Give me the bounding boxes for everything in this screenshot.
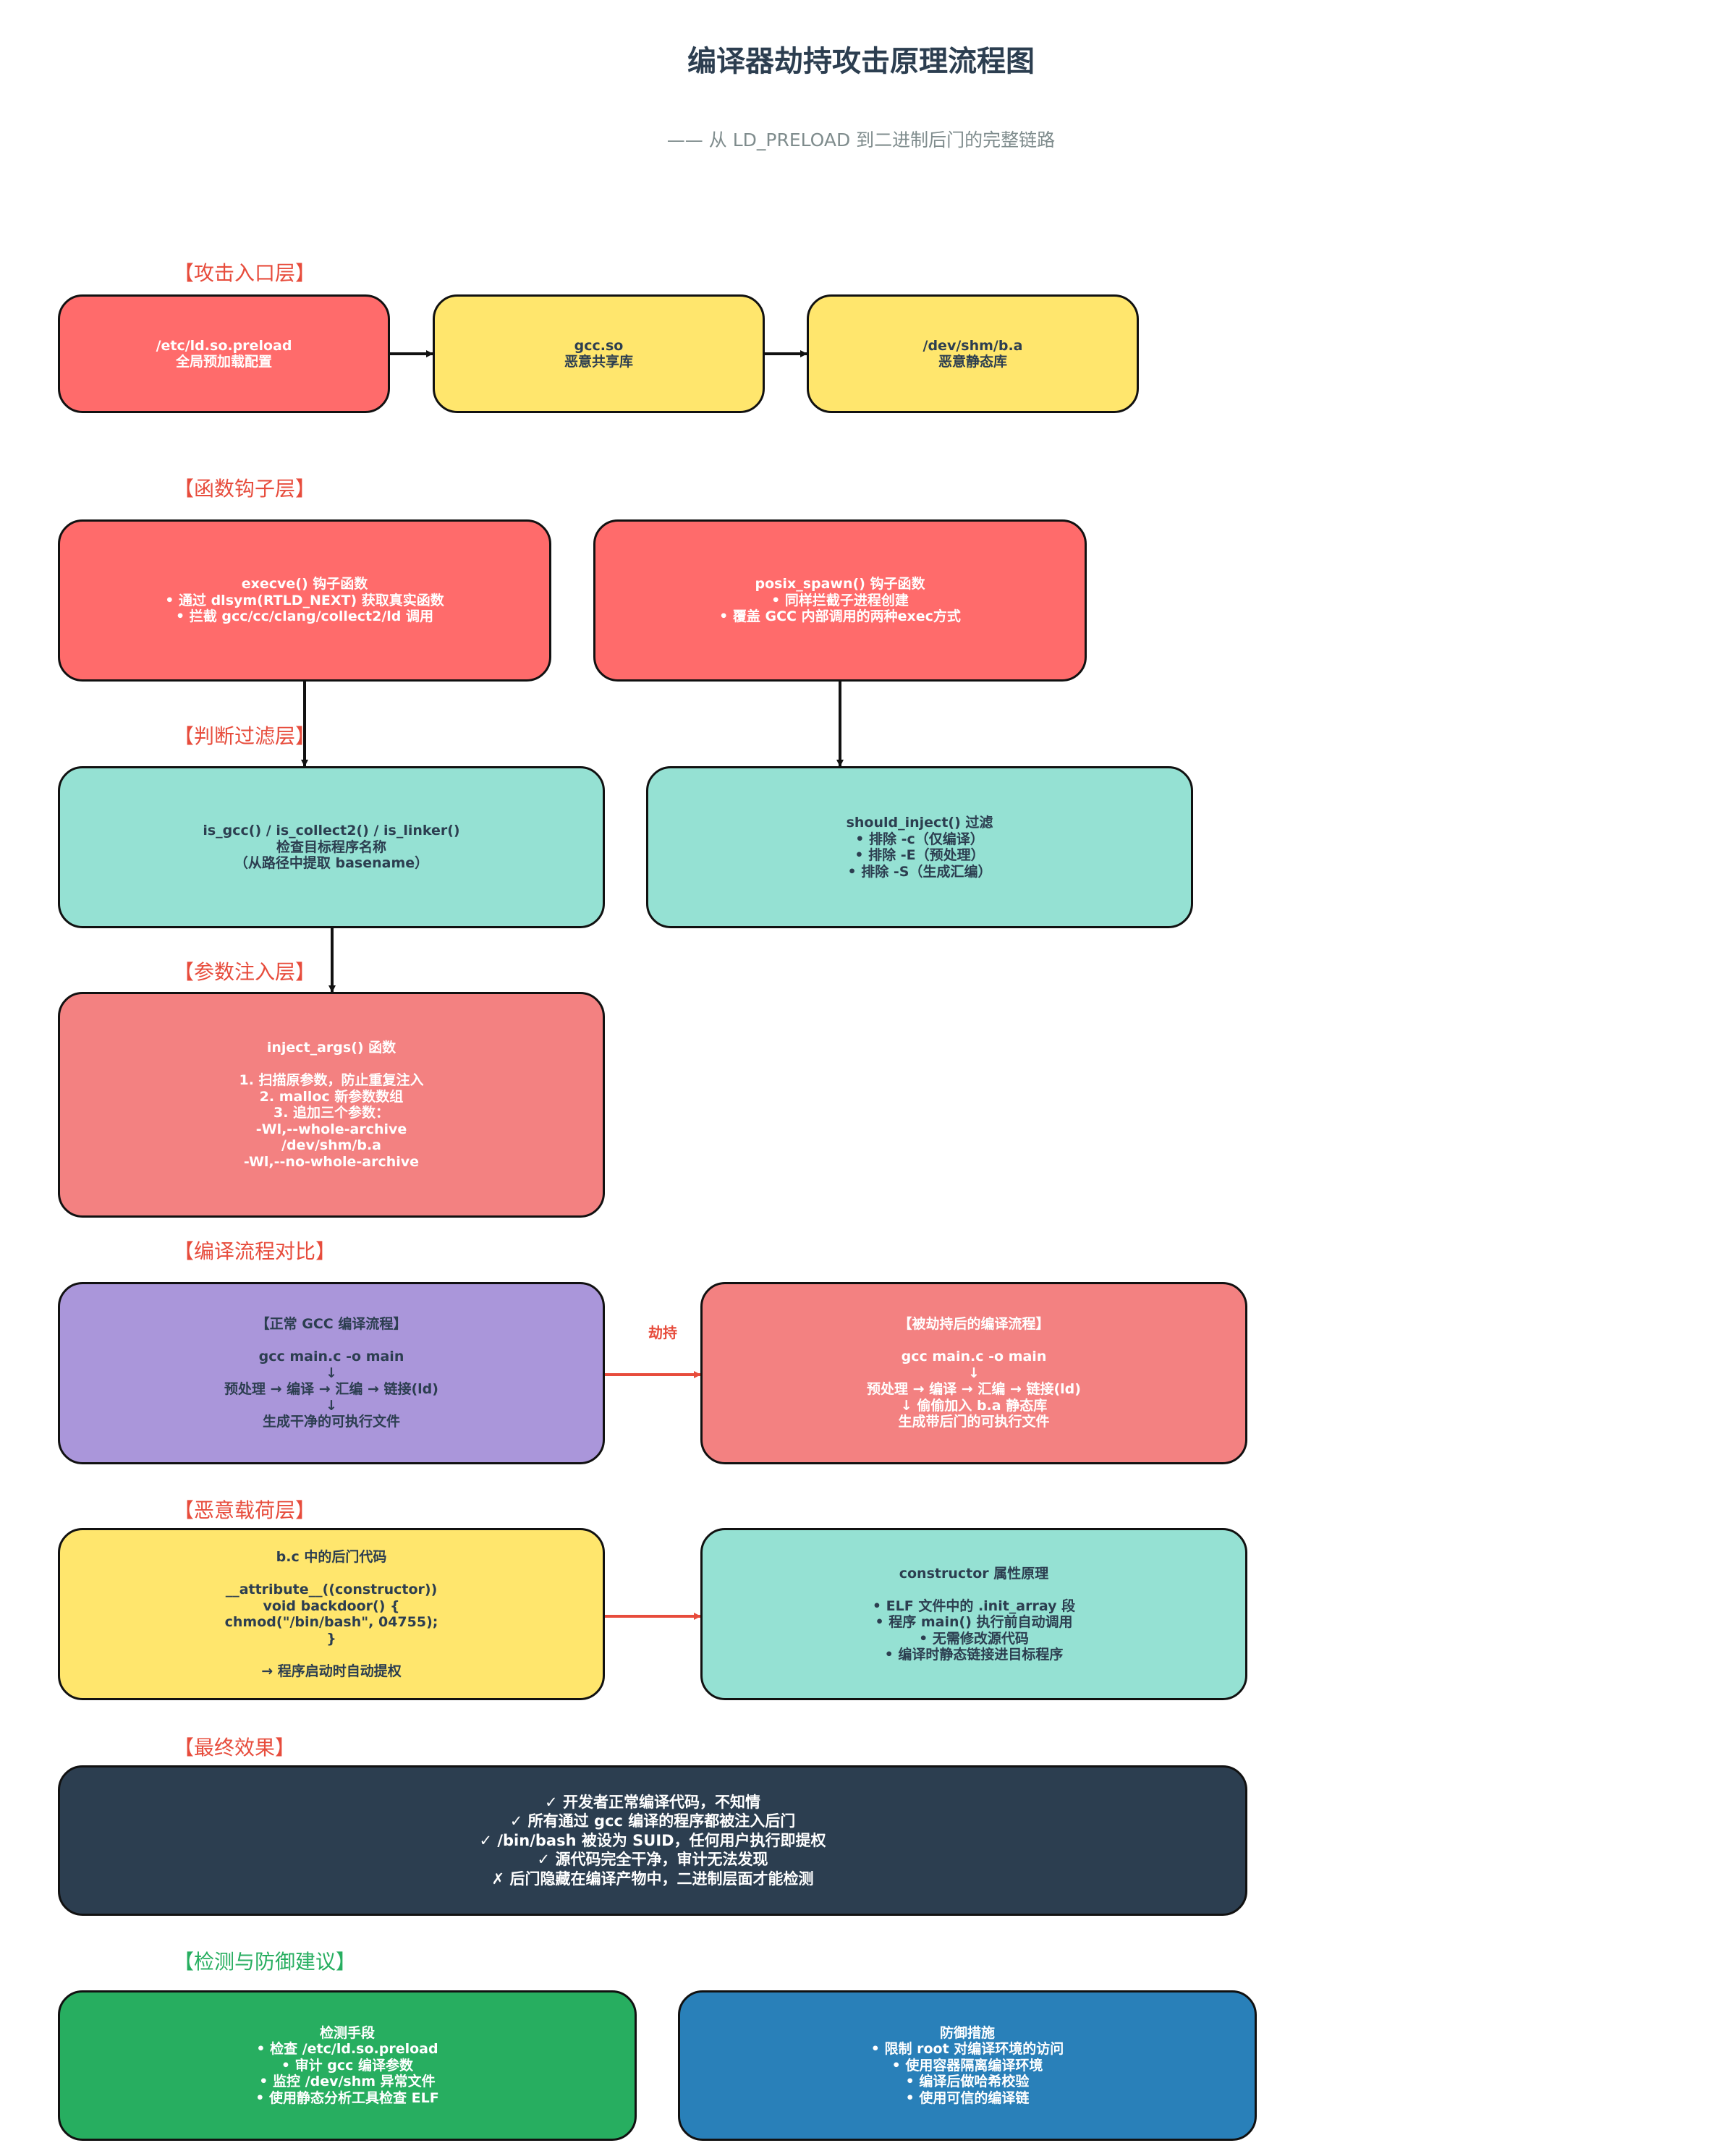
detection-box: 检测手段 • 检查 /etc/ld.so.preload • 审计 gcc 编译… bbox=[58, 1990, 637, 2141]
gcc-so-box: gcc.so 恶意共享库 bbox=[433, 294, 765, 413]
section-hook-label: 【函数钩子层】 bbox=[174, 477, 316, 501]
normal-flow-text: 【正常 GCC 编译流程】 gcc main.c -o main ↓ 预处理 →… bbox=[224, 1316, 438, 1430]
page-subtitle: —— 从 LD_PRELOAD 到二进制后门的完整链路 bbox=[666, 130, 1056, 150]
section-effect-label: 【最终效果】 bbox=[174, 1736, 296, 1760]
hijacked-flow-text: 【被劫持后的编译流程】 gcc main.c -o main ↓ 预处理 → 编… bbox=[867, 1316, 1081, 1430]
final-effect-box: ✓ 开发者正常编译代码，不知情 ✓ 所有通过 gcc 编译的程序都被注入后门 ✓… bbox=[58, 1765, 1247, 1916]
inject-args-text: inject_args() 函数 1. 扫描原参数，防止重复注入 2. mall… bbox=[239, 1040, 424, 1170]
defense-text: 防御措施 • 限制 root 对编译环境的访问 • 使用容器隔离编译环境 • 编… bbox=[870, 2024, 1064, 2106]
page-title: 编译器劫持攻击原理流程图 bbox=[687, 44, 1035, 78]
final-effect-text: ✓ 开发者正常编译代码，不知情 ✓ 所有通过 gcc 编译的程序都被注入后门 ✓… bbox=[479, 1793, 826, 1888]
shm-ba-box: /dev/shm/b.a 恶意静态库 bbox=[807, 294, 1139, 413]
section-defense-label: 【检测与防御建议】 bbox=[174, 1950, 357, 1974]
backdoor-code-text: b.c 中的后门代码 __attribute__((constructor)) … bbox=[224, 1549, 438, 1679]
posix-spawn-hook-text: posix_spawn() 钩子函数 • 同样拦截子进程创建 • 覆盖 GCC … bbox=[719, 576, 961, 625]
is-gcc-box: is_gcc() / is_collect2() / is_linker() 检… bbox=[58, 766, 605, 928]
constructor-box: constructor 属性原理 • ELF 文件中的 .init_array … bbox=[700, 1528, 1247, 1700]
shm-ba-text: /dev/shm/b.a 恶意静态库 bbox=[922, 337, 1023, 370]
preload-text: /etc/ld.so.preload 全局预加载配置 bbox=[156, 337, 292, 370]
execve-hook-text: execve() 钩子函数 • 通过 dlsym(RTLD_NEXT) 获取真实… bbox=[165, 576, 444, 625]
should-inject-text: should_inject() 过滤 • 排除 -c（仅编译） • 排除 -E（… bbox=[846, 815, 993, 880]
normal-flow-box: 【正常 GCC 编译流程】 gcc main.c -o main ↓ 预处理 →… bbox=[58, 1282, 605, 1464]
should-inject-box: should_inject() 过滤 • 排除 -c（仅编译） • 排除 -E（… bbox=[646, 766, 1193, 928]
section-inject-label: 【参数注入层】 bbox=[174, 960, 316, 984]
detection-text: 检测手段 • 检查 /etc/ld.so.preload • 审计 gcc 编译… bbox=[255, 2024, 439, 2106]
section-filter-label: 【判断过滤层】 bbox=[174, 724, 316, 748]
posix-spawn-hook-box: posix_spawn() 钩子函数 • 同样拦截子进程创建 • 覆盖 GCC … bbox=[593, 519, 1087, 682]
section-compare-label: 【编译流程对比】 bbox=[174, 1239, 336, 1263]
execve-hook-box: execve() 钩子函数 • 通过 dlsym(RTLD_NEXT) 获取真实… bbox=[58, 519, 551, 682]
constructor-text: constructor 属性原理 • ELF 文件中的 .init_array … bbox=[872, 1565, 1076, 1663]
section-payload-label: 【恶意载荷层】 bbox=[174, 1498, 316, 1522]
gcc-so-text: gcc.so 恶意共享库 bbox=[564, 337, 633, 370]
section-entry-label: 【攻击入口层】 bbox=[174, 261, 316, 285]
backdoor-code-box: b.c 中的后门代码 __attribute__((constructor)) … bbox=[58, 1528, 605, 1700]
preload-box: /etc/ld.so.preload 全局预加载配置 bbox=[58, 294, 390, 413]
is-gcc-text: is_gcc() / is_collect2() / is_linker() 检… bbox=[203, 823, 460, 872]
hijacked-flow-box: 【被劫持后的编译流程】 gcc main.c -o main ↓ 预处理 → 编… bbox=[700, 1282, 1247, 1464]
defense-box: 防御措施 • 限制 root 对编译环境的访问 • 使用容器隔离编译环境 • 编… bbox=[678, 1990, 1257, 2141]
inject-args-box: inject_args() 函数 1. 扫描原参数，防止重复注入 2. mall… bbox=[58, 992, 605, 1218]
hijack-label: 劫持 bbox=[648, 1324, 677, 1341]
